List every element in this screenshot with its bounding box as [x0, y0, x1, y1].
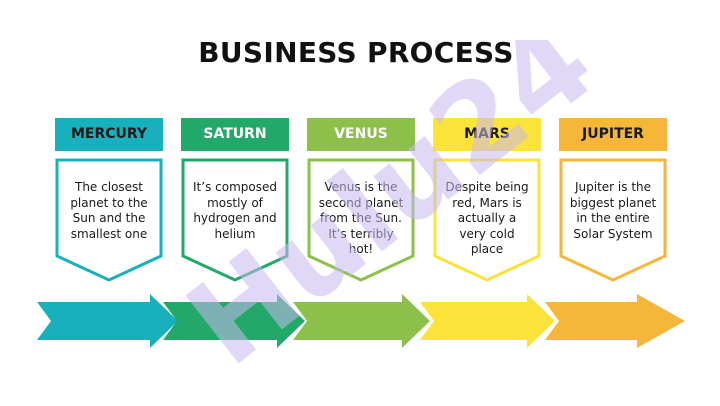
- step-description: Venus is the second planet from the Sun.…: [318, 180, 404, 256]
- step-card: [307, 158, 415, 283]
- process-arrows: [37, 294, 685, 348]
- step-header: MERCURY: [55, 118, 163, 151]
- step-card-outline: [55, 158, 163, 282]
- page-title: BUSINESS PROCESS: [198, 36, 514, 69]
- step-description: It’s composed mostly of hydrogen and hel…: [193, 180, 277, 241]
- step-card: [55, 158, 163, 283]
- process-arrow-venus: [293, 294, 430, 348]
- process-arrow-jupiter: [545, 294, 685, 348]
- step-card-outline: [181, 158, 289, 282]
- process-arrow-mars: [420, 294, 555, 348]
- step-description: The closest planet to the Sun and the sm…: [70, 180, 148, 241]
- step-mercury: MERCURY The closest planet to the Sun and…: [55, 118, 163, 282]
- step-description: Jupiter is the biggest planet in the ent…: [569, 180, 657, 241]
- step-card-outline: [307, 158, 415, 282]
- step-header: SATURN: [181, 118, 289, 151]
- step-description: Despite being red, Mars is actually a ve…: [445, 180, 529, 256]
- process-arrow-mercury: [37, 294, 178, 348]
- step-card-outline: [433, 158, 541, 282]
- step-card: [559, 158, 667, 283]
- step-card: [181, 158, 289, 283]
- step-card: [433, 158, 541, 283]
- step-mars: MARS Despite being red, Mars is actually …: [433, 118, 541, 282]
- step-venus: VENUS Venus is the second planet from the…: [307, 118, 415, 282]
- step-card-outline: [559, 158, 667, 282]
- step-header: VENUS: [307, 118, 415, 151]
- step-header: MARS: [433, 118, 541, 151]
- step-header: JUPITER: [559, 118, 667, 151]
- step-saturn: SATURN It’s composed mostly of hydrogen a…: [181, 118, 289, 282]
- step-jupiter: JUPITER Jupiter is the biggest planet in …: [559, 118, 667, 282]
- process-arrow-saturn: [163, 294, 305, 348]
